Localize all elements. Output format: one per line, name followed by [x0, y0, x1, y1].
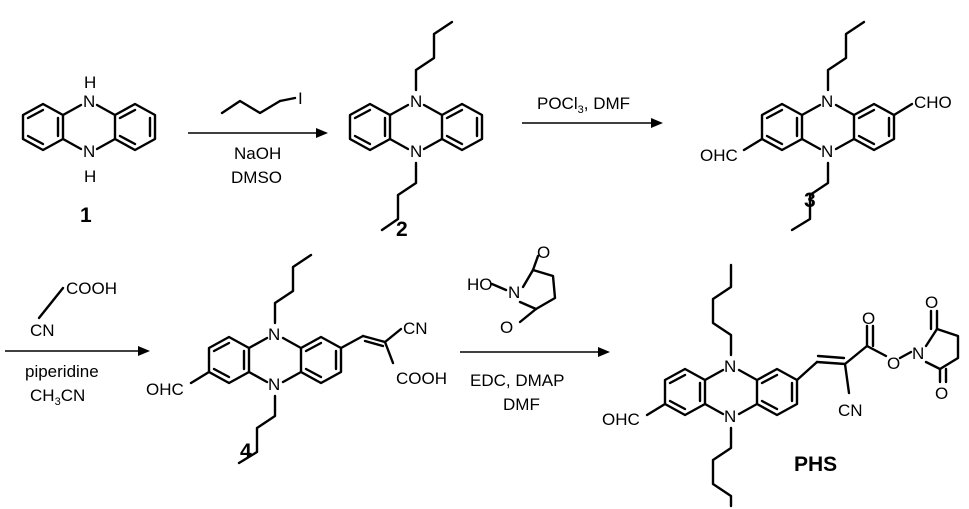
carbonyl-oxygen: O: [925, 293, 938, 312]
reaction-arrow-2: [522, 118, 663, 128]
atom-n: N: [410, 142, 422, 161]
atom-n: N: [268, 325, 280, 344]
compound-2-structure: N N: [348, 20, 484, 232]
carbonyl-oxygen: O: [862, 309, 875, 328]
atom-n: N: [268, 375, 280, 394]
carbonyl-oxygen: O: [935, 384, 948, 403]
compound-phs-label: PHS: [794, 453, 837, 476]
atom-h: H: [84, 167, 96, 186]
cn-group: CN: [30, 321, 55, 340]
ho-group: HO: [467, 275, 493, 294]
reagent-naoh: NaOH: [234, 144, 281, 163]
atom-h: H: [84, 73, 96, 92]
atom-n: N: [724, 407, 736, 426]
compound-3-structure: N N CHO OHC: [700, 20, 952, 232]
carbonyl-oxygen: O: [500, 318, 513, 337]
atom-n: N: [912, 344, 924, 363]
compound-1-label: 1: [80, 204, 92, 227]
compound-2-label: 2: [396, 218, 408, 241]
cooh-group: COOH: [66, 279, 117, 298]
compound-4-label: 4: [240, 440, 252, 463]
reagent-ch3cn: CH3CN: [30, 386, 85, 408]
cn-group: CN: [403, 319, 428, 338]
cho-group: CHO: [914, 93, 952, 112]
reaction-arrow-3: [5, 346, 150, 356]
compound-4-structure: N N OHC CN COOH: [146, 253, 447, 465]
carbonyl-oxygen: O: [537, 243, 550, 262]
ohc-group: OHC: [146, 380, 184, 399]
atom-n: N: [821, 92, 833, 111]
nhs-structure: HO N O O: [467, 243, 557, 337]
reaction-arrow-4: [460, 347, 610, 357]
atom-n: N: [83, 92, 95, 111]
ester-oxygen: O: [887, 354, 900, 373]
atom-n: N: [821, 142, 833, 161]
butyl-iodide-structure: I: [220, 89, 303, 115]
atom-n: N: [508, 283, 520, 302]
reagent-dmso: DMSO: [231, 168, 282, 187]
compound-1-structure: N H N H: [21, 73, 157, 186]
cyanoacetic-acid-structure: COOH CN: [30, 279, 117, 340]
atom-i: I: [298, 89, 303, 108]
ohc-group: OHC: [700, 146, 738, 165]
reaction-arrow-1: [188, 128, 328, 138]
atom-n: N: [83, 142, 95, 161]
atom-n: N: [410, 92, 422, 111]
cn-group: CN: [838, 401, 863, 420]
ohc-group: OHC: [602, 410, 640, 429]
compound-3-label: 3: [804, 189, 816, 212]
cooh-group: COOH: [396, 369, 447, 388]
reagent-piperidine: piperidine: [25, 362, 99, 381]
reagent-pocl3: POCl3, DMF: [537, 94, 630, 116]
reagent-edc-dmap: EDC, DMAP: [470, 371, 564, 390]
reagent-dmf: DMF: [503, 395, 540, 414]
atom-n: N: [724, 357, 736, 376]
phs-structure: N N OHC CN O O N O O: [602, 263, 960, 508]
